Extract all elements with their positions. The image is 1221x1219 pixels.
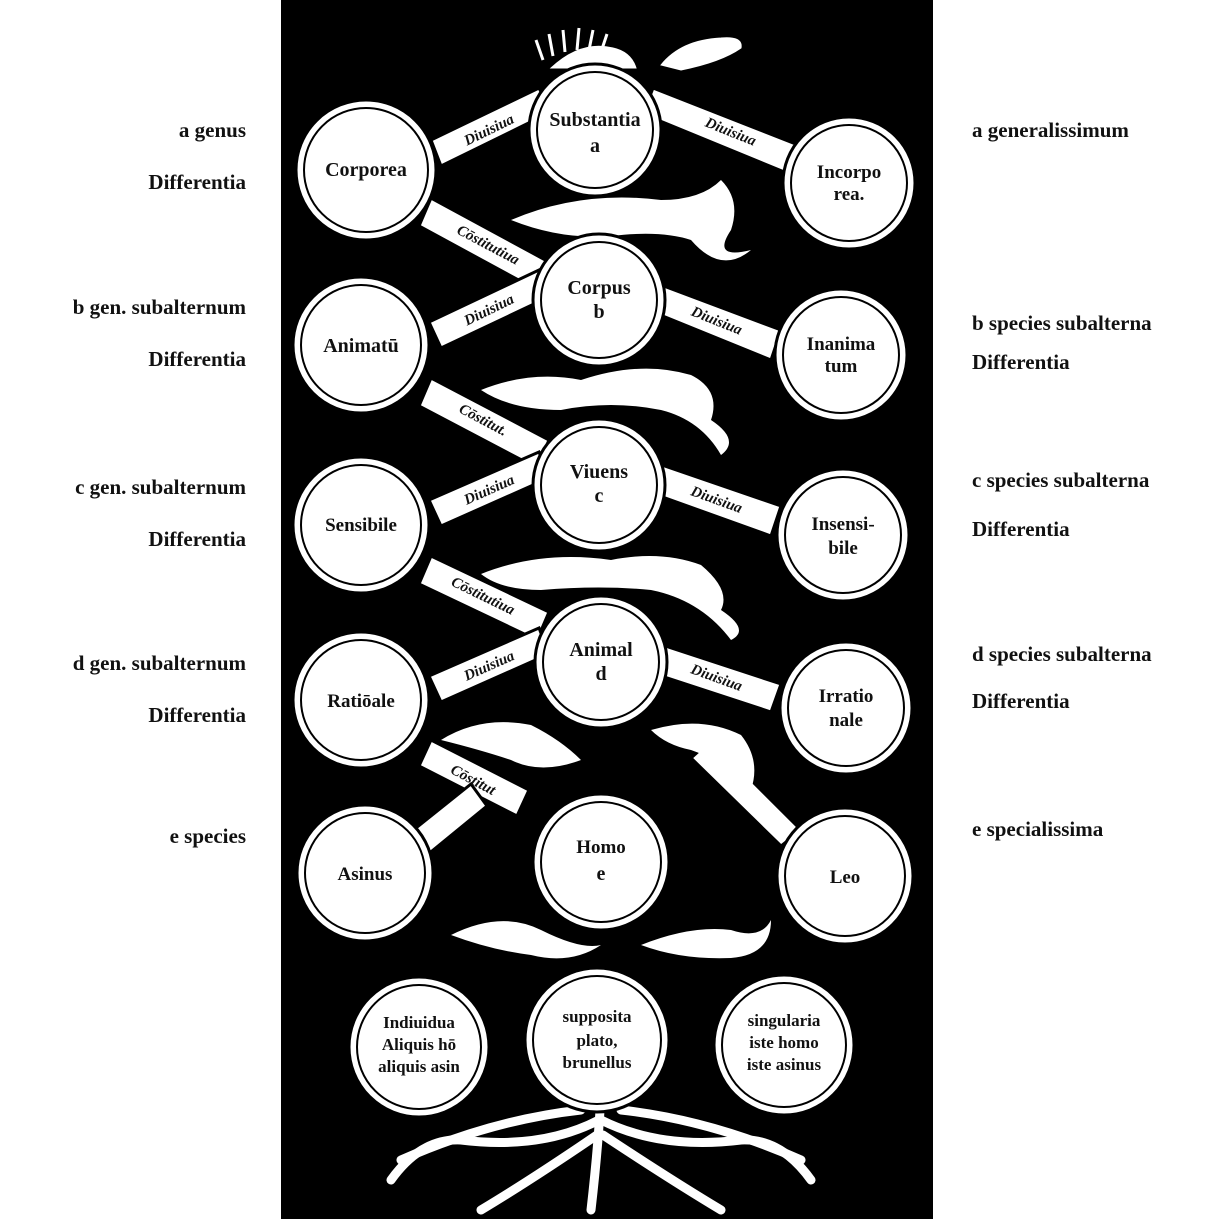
circle-leo: Leo (775, 806, 915, 946)
band-constitutiva-4 (417, 737, 531, 819)
circle-individua: Indiuidua Aliquis hō aliquis asin (347, 975, 491, 1119)
left-label-line2: Differentia (148, 703, 246, 727)
circle-label: Incorpo (817, 162, 881, 183)
right-label-c: c species subalterna Differentia (972, 468, 1149, 542)
right-label-line1: c species subalterna (972, 468, 1150, 492)
circle-label: Corpus (567, 277, 631, 299)
circle-animatum: Animatū (291, 275, 431, 415)
circle-label: nale (829, 710, 863, 731)
circle-label: tum (825, 356, 858, 377)
fish-ornament (511, 180, 751, 261)
leaf-ornament (451, 921, 601, 959)
circle-supposita: supposita plato, brunellus (523, 966, 671, 1114)
right-label-line1: d species subalterna (972, 642, 1152, 666)
circle-label: e (597, 863, 606, 885)
circle-label: brunellus (563, 1053, 632, 1072)
circle-vivens: Viuens c (531, 417, 667, 553)
circle-label: iste homo (749, 1033, 818, 1052)
circle-rationale: Ratiōale (291, 630, 431, 770)
circle-label: iste asinus (747, 1055, 822, 1074)
circle-asinus: Asinus (295, 803, 435, 943)
circle-label: Inanima (807, 334, 876, 355)
right-label-a: a generalissimum (972, 118, 1129, 143)
circle-label: Irratio (819, 686, 874, 707)
left-label-line1: d gen. subalternum (72, 651, 246, 675)
leaf-ornament (651, 723, 755, 790)
right-label-line1: b species subalterna (972, 311, 1152, 335)
circle-label: Corporea (325, 159, 407, 181)
circle-corporea: Corporea (294, 98, 438, 242)
right-label-line2: Differentia (972, 689, 1070, 713)
circle-incorporea: Incorpo rea. (781, 115, 917, 251)
left-label-line1: b gen. subalternum (72, 295, 246, 319)
circle-label: Asinus (338, 864, 393, 885)
left-label-line2: Differentia (148, 347, 246, 371)
circle-label: Animatū (323, 335, 399, 357)
right-label-line2: Differentia (972, 350, 1070, 374)
right-label-line1: a generalissimum (972, 118, 1129, 142)
left-label-a: a genus Differentia (0, 118, 246, 195)
circle-label: a (590, 135, 600, 157)
circle-label: Homo (576, 837, 626, 858)
circle-label: rea. (834, 184, 865, 205)
fish-ornament (481, 368, 729, 455)
circle-label: Leo (830, 867, 861, 888)
circle-label: Sensibile (325, 515, 397, 536)
circle-insensibile: Insensi- bile (775, 467, 911, 603)
right-label-b: b species subalterna Differentia (972, 311, 1152, 375)
crown-ornament (534, 27, 742, 71)
circle-corpus: Corpus b (531, 232, 667, 368)
circle-label: Viuens (570, 461, 628, 483)
left-label-line2: Differentia (148, 527, 246, 551)
right-label-e: e specialissima (972, 817, 1103, 842)
circle-label: Ratiōale (327, 691, 395, 712)
circle-label: c (595, 485, 604, 507)
circle-label: b (593, 301, 604, 323)
circle-label: bile (828, 538, 858, 559)
circle-label: supposita (563, 1007, 632, 1026)
right-label-line1: e specialissima (972, 817, 1104, 841)
circle-label: Aliquis hō (382, 1035, 456, 1054)
left-label-d: d gen. subalternum Differentia (0, 651, 246, 728)
circle-label: Indiuidua (383, 1013, 455, 1032)
circle-label: plato, (576, 1031, 617, 1050)
leaf-ornament (641, 920, 771, 959)
leaf-ornament (441, 722, 581, 768)
left-label-c: c gen. subalternum Differentia (0, 475, 246, 552)
circle-label: aliquis asin (378, 1057, 460, 1076)
bands (398, 86, 813, 863)
circle-label: singularia (748, 1011, 821, 1030)
left-label-b: b gen. subalternum Differentia (0, 295, 246, 372)
circle-homo: Homo e (531, 792, 671, 932)
circle-singularia: singularia iste homo iste asinus (712, 973, 856, 1117)
circle-label: d (595, 663, 606, 685)
porphyrian-tree: Diuisiua Diuisiua Cōstitutiua Diuisiua D… (281, 0, 933, 1219)
circle-label: Substantia (549, 109, 640, 131)
right-label-line2: Differentia (972, 517, 1070, 541)
left-label-line1: e species (169, 824, 246, 848)
circle-sensibile: Sensibile (291, 455, 431, 595)
circle-substantia: Substantia a (527, 62, 663, 198)
fish-ornament (481, 556, 739, 640)
circle-label: Insensi- (811, 514, 874, 535)
right-label-d: d species subalterna Differentia (972, 642, 1152, 714)
left-label-line1: c gen. subalternum (75, 475, 246, 499)
left-label-line1: a genus (178, 118, 246, 142)
circle-animal: Animal d (533, 594, 669, 730)
left-label-e: e species (0, 824, 246, 849)
circles: Substantia a Corporea Incorpo rea. Corpu… (291, 62, 917, 1119)
circle-label: Animal (569, 639, 633, 661)
circle-inanimatum: Inanima tum (773, 287, 909, 423)
left-label-line2: Differentia (148, 170, 246, 194)
circle-irrationale: Irratio nale (778, 640, 914, 776)
decorative-foliage (441, 180, 771, 959)
